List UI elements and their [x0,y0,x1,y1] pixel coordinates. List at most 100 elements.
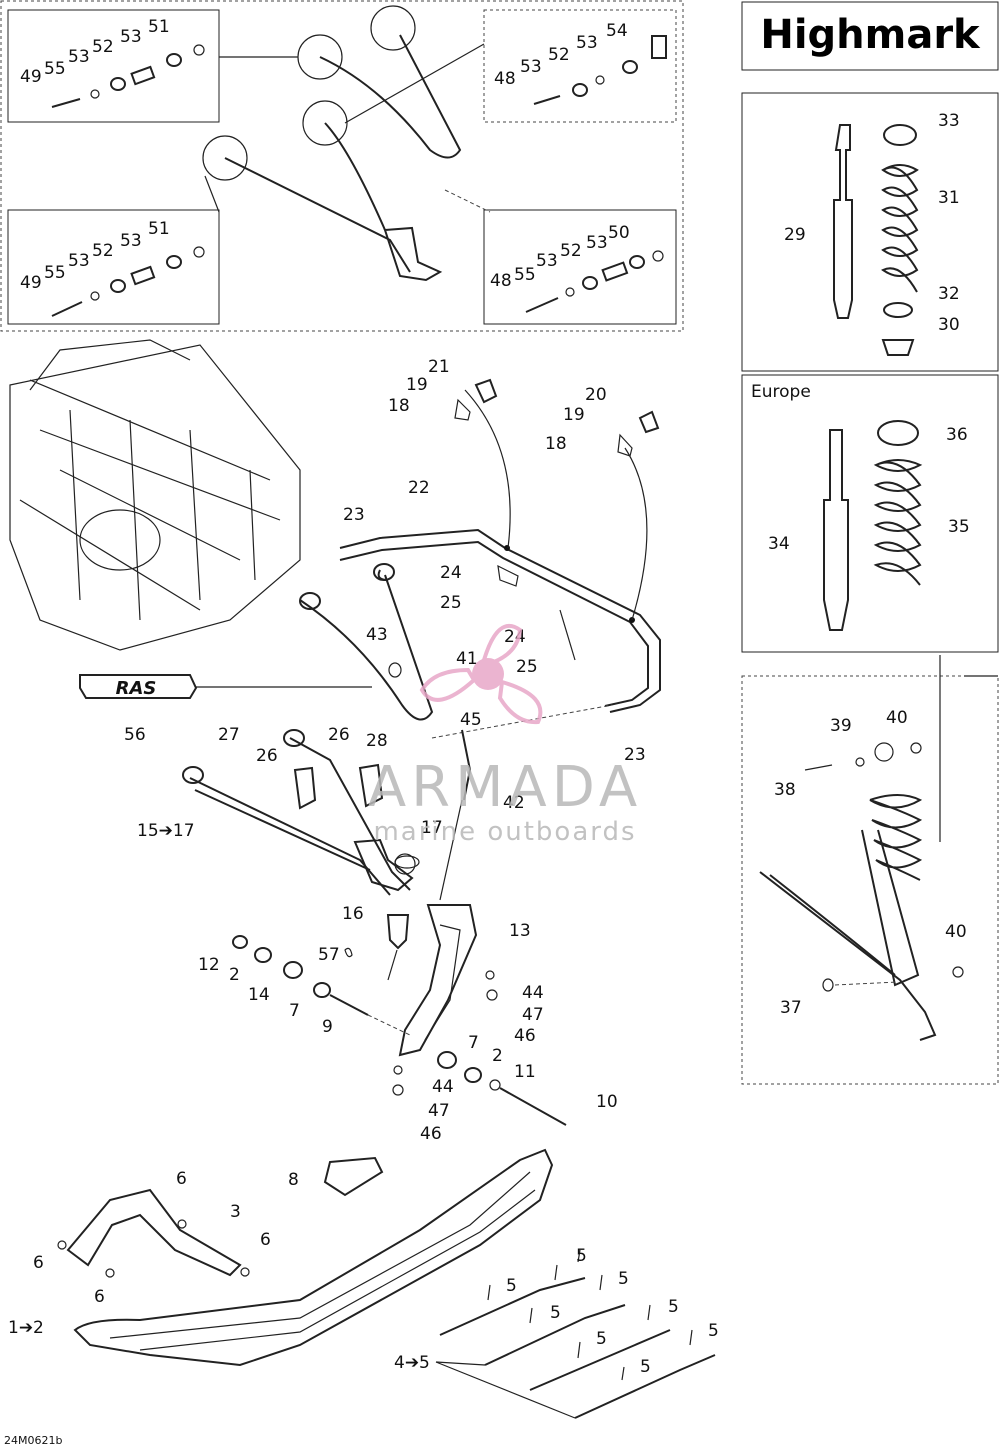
bushing-detail-box-bottom-left [7,209,220,325]
callouts: 51 53 52 53 55 49 54 53 52 53 48 51 53 5… [8,17,970,1377]
callout: 5 [668,1297,679,1317]
callout: 47 [522,1005,544,1025]
callout: 19 [563,405,585,425]
callout: 31 [938,188,960,208]
callout: 25 [440,593,462,613]
callout: 21 [428,357,450,377]
callout: 52 [560,241,582,261]
callout: 34 [768,534,790,554]
callout: 35 [948,517,970,537]
callout: 53 [520,57,542,77]
callout: 25 [516,657,538,677]
bolt-assembly-bottom-right [525,250,664,313]
callout: 40 [945,922,967,942]
callout: 37 [780,998,802,1018]
callout: 15➔17 [137,821,195,841]
drawing-code: 24M0621b [4,1434,62,1447]
callout: 46 [420,1124,442,1144]
callout: 6 [260,1230,271,1250]
callout: 27 [218,725,240,745]
callout: 41 [456,649,478,669]
callout: 39 [830,716,852,736]
callout: 26 [256,746,278,766]
callout: 53 [120,27,142,47]
ras-decal: RAS [79,674,198,699]
callout: 23 [343,505,365,525]
ras-logo-text: RAS [116,678,157,699]
callout: 52 [548,45,570,65]
bolt-assembly-top-left [51,44,205,108]
callout: 14 [248,985,270,1005]
callout: 24 [440,563,462,583]
callout: 51 [148,17,170,37]
callout: 40 [886,708,908,728]
callout: 20 [585,385,607,405]
callout: 48 [494,69,516,89]
callout: 13 [509,921,531,941]
shock-box-standard [741,92,999,372]
callout: 54 [606,21,628,41]
europe-label: Europe [751,382,811,402]
upper-a-arm-section [0,0,684,332]
callout: 1➔2 [8,1318,44,1338]
callout: 2 [492,1046,503,1066]
callout: 52 [92,241,114,261]
callout: 5 [708,1321,719,1341]
callout: 53 [68,47,90,67]
bolt-assembly-bottom-left [51,246,205,317]
callout: 53 [120,231,142,251]
callout: 55 [44,59,66,79]
callout: 48 [490,271,512,291]
callout: 5 [640,1357,651,1377]
callout: 19 [406,375,428,395]
callout: 5 [506,1276,517,1296]
callout: 36 [946,425,968,445]
callout: 5 [576,1246,587,1266]
callout: 18 [545,434,567,454]
callout: 55 [44,263,66,283]
propeller-logo-icon [419,623,543,725]
callout: 16 [342,904,364,924]
callout: 5 [550,1303,561,1323]
callout: 44 [432,1077,454,1097]
callout: 32 [938,284,960,304]
sway-bar [339,378,661,713]
callout: 2 [229,965,240,985]
callout: 7 [468,1033,479,1053]
callout: 44 [522,983,544,1003]
callout: 42 [503,793,525,813]
callout: 38 [774,780,796,800]
callout: 53 [536,251,558,271]
bushing-detail-box-top-right [483,9,677,123]
bushing-detail-box-bottom-right [483,209,677,325]
callout: 33 [938,111,960,131]
callout: 28 [366,731,388,751]
watermark-brand: ARMADA [368,755,642,820]
bushing-detail-box-top-left [7,9,220,123]
callout: 22 [408,478,430,498]
callout: 43 [366,625,388,645]
callout: 11 [514,1062,536,1082]
bolt-assembly-top-right [533,35,667,105]
callout: 7 [289,1001,300,1021]
callout: 8 [288,1170,299,1190]
callout: 23 [624,745,646,765]
ski [57,1148,554,1367]
shock-box-assembly [741,655,999,1085]
callout: 12 [198,955,220,975]
spindle [386,729,478,1057]
callout: 53 [586,233,608,253]
callout: 53 [68,251,90,271]
callout: 9 [322,1017,333,1037]
spindle-hardware [232,853,567,1126]
callout: 55 [514,265,536,285]
callout: 4➔5 [394,1353,430,1373]
callout: 26 [328,725,350,745]
callout: 17 [421,818,443,838]
callout: 18 [388,396,410,416]
callout: 49 [20,67,42,87]
callout: 5 [618,1269,629,1289]
callout: 45 [460,710,482,730]
callout: 51 [148,219,170,239]
